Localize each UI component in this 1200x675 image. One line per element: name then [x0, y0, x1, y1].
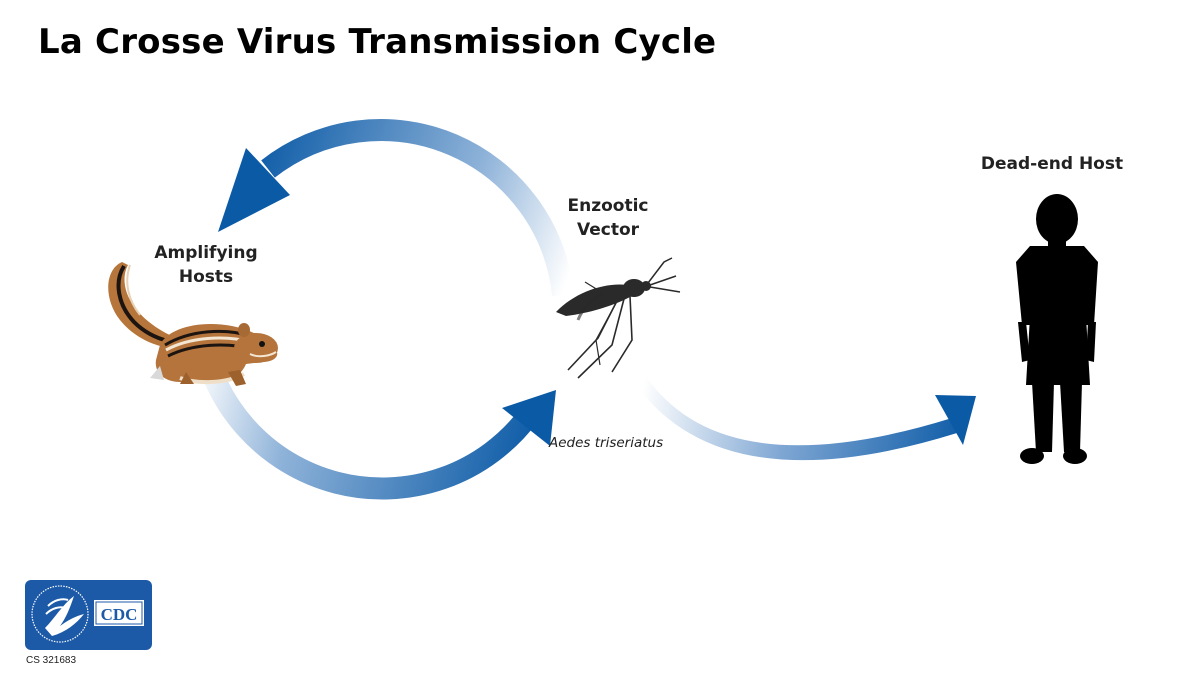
mosquito-icon [556, 257, 681, 379]
arrow-vector-to-dead-end-host [630, 372, 976, 461]
enzootic-vector-line1: Enzootic [567, 196, 649, 216]
vector-species-label: Aedes triseriatus [549, 435, 664, 451]
amplifying-hosts-line2: Hosts [178, 267, 234, 287]
dead-end-host-label: Dead-end Host [980, 154, 1124, 174]
page-title: La Crosse Virus Transmission Cycle [38, 22, 717, 62]
hhs-eagle-icon [31, 585, 89, 643]
amplifying-hosts-line1: Amplifying [154, 243, 258, 263]
enzootic-vector-label: Enzootic Vector [548, 194, 668, 242]
cdc-logo: CDC [25, 580, 152, 650]
enzootic-vector-line2: Vector [576, 220, 640, 240]
amplifying-hosts-label: Amplifying Hosts [138, 241, 274, 289]
publication-code: CS 321683 [26, 655, 77, 666]
arrow-hosts-to-vector [190, 328, 556, 500]
arrow-vector-to-hosts [218, 119, 574, 297]
cdc-logo-text: CDC [101, 605, 138, 624]
chipmunk-icon [108, 262, 278, 386]
child-silhouette-icon [1016, 194, 1098, 464]
